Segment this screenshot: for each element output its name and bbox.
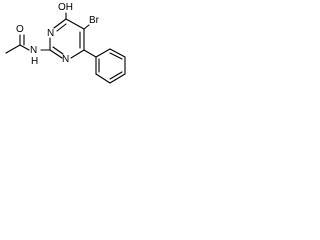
ring-bond-c4-c5 xyxy=(65,18,85,30)
bond-carbonyl-methyl xyxy=(5,44,21,54)
bond-nh-carbonyl xyxy=(19,44,30,51)
ring-bond-n3-c4-inner xyxy=(56,23,67,32)
ring-bond-n3-c4 xyxy=(53,18,67,29)
phenyl-bond-5 xyxy=(109,48,126,58)
label-nh-h: H xyxy=(31,56,38,67)
chemical-structure-diagram: OH Br N N N H O xyxy=(5,2,126,84)
label-n-lower: N xyxy=(62,54,69,65)
ring-bond-n1-c2-inner xyxy=(52,46,64,55)
bond-c5-br xyxy=(83,24,90,30)
phenyl-bond-2 xyxy=(95,73,111,84)
phenyl-bond-3 xyxy=(109,73,126,84)
phenyl-bond-5-inner xyxy=(109,52,123,60)
bond-c6-phenyl xyxy=(83,49,97,58)
label-n-upper: N xyxy=(47,28,54,39)
phenyl-bond-3-inner xyxy=(109,71,123,80)
label-o: O xyxy=(16,24,24,35)
ring-bond-n1-c2 xyxy=(49,49,63,59)
ring-bond-c6-n1 xyxy=(70,49,85,59)
label-nh-n: N xyxy=(30,45,37,56)
label-br: Br xyxy=(89,15,100,26)
phenyl-bond-6 xyxy=(95,48,111,58)
label-oh: OH xyxy=(58,2,73,13)
